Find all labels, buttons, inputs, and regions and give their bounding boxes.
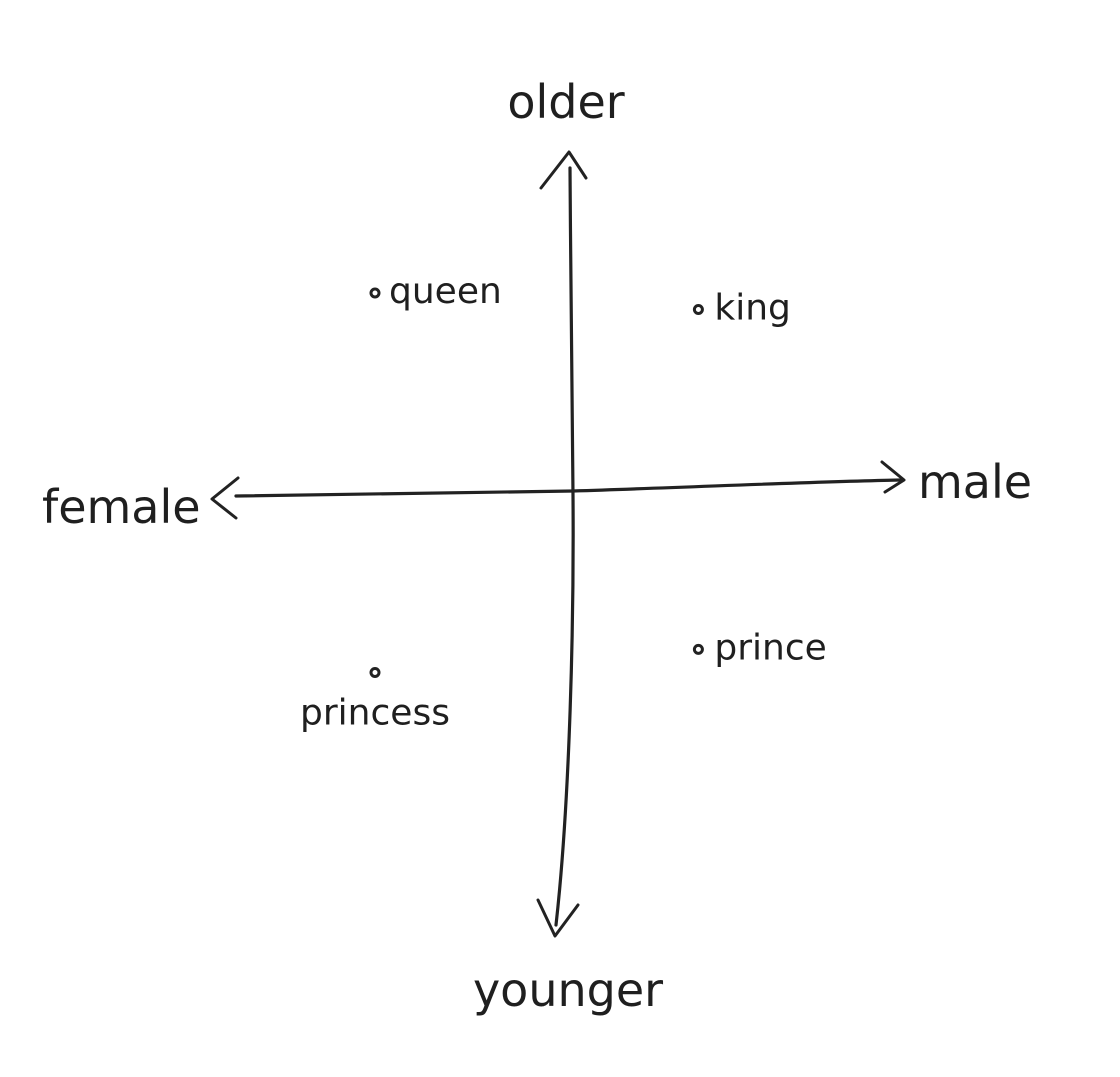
axis-label-older: older bbox=[507, 75, 624, 129]
points-layer: queen king princess prince bbox=[300, 271, 827, 734]
point-queen: queen bbox=[369, 271, 502, 312]
axis-label-female: female bbox=[42, 480, 201, 534]
point-label-queen: queen bbox=[389, 271, 502, 312]
point-marker-queen bbox=[369, 287, 381, 299]
point-label-king: king bbox=[714, 288, 791, 329]
vertical-axis-line bbox=[554, 166, 575, 927]
point-princess: princess bbox=[300, 667, 450, 734]
point-marker-prince bbox=[692, 643, 704, 655]
left-arrowhead bbox=[210, 476, 240, 520]
point-king: king bbox=[692, 288, 791, 329]
horizontal-axis-line bbox=[234, 478, 902, 498]
right-arrowhead bbox=[880, 460, 906, 494]
point-marker-princess bbox=[369, 667, 381, 678]
axis-label-younger: younger bbox=[473, 963, 663, 1017]
down-arrowhead bbox=[536, 898, 580, 938]
point-prince: prince bbox=[692, 627, 827, 668]
point-label-prince: prince bbox=[714, 627, 826, 668]
point-marker-king bbox=[692, 304, 704, 315]
axis-label-male: male bbox=[918, 455, 1032, 509]
up-arrowhead bbox=[539, 150, 588, 190]
point-label-princess: princess bbox=[300, 693, 450, 734]
